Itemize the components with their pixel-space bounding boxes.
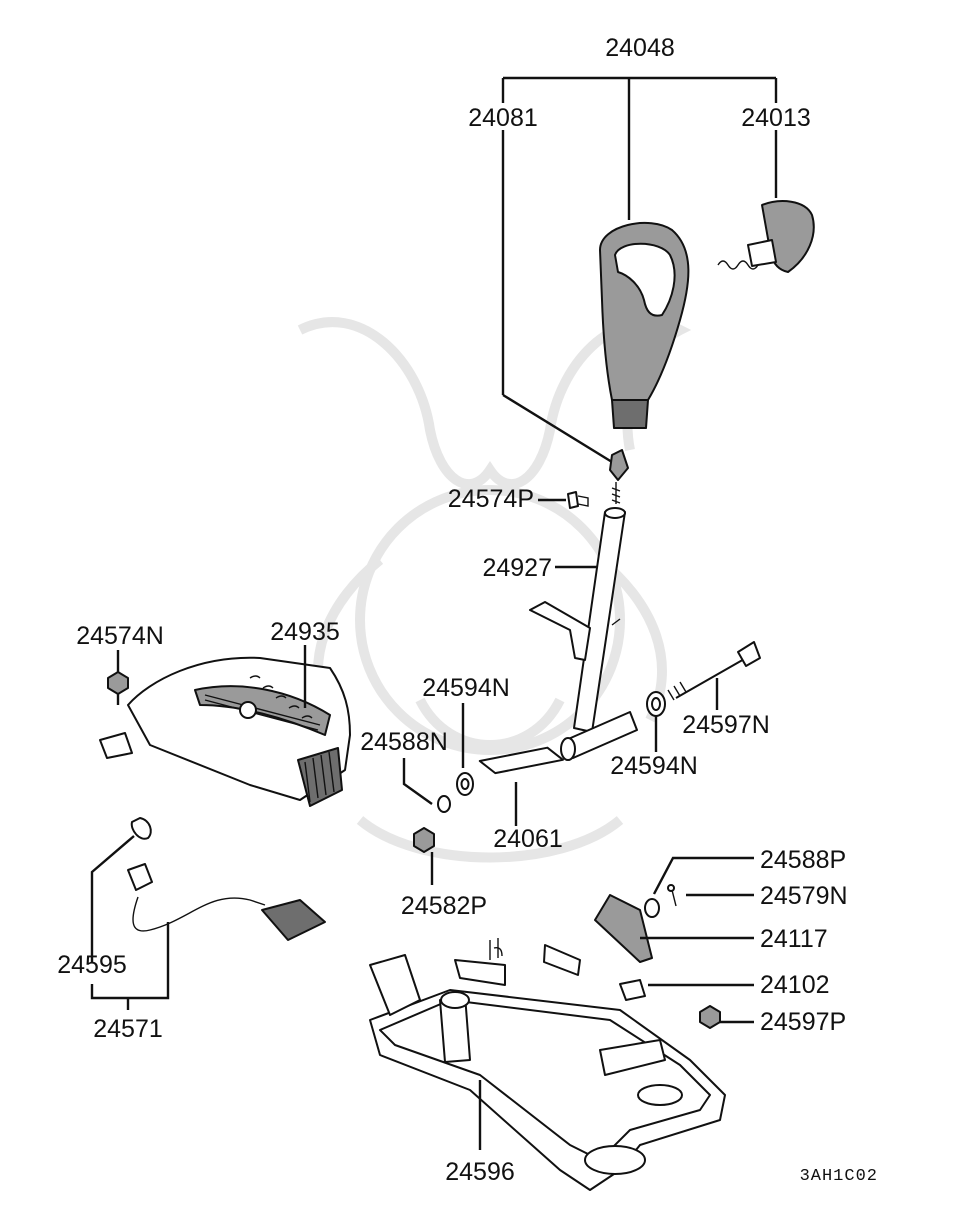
bolt-24597N <box>667 641 761 710</box>
label-24595: 24595 <box>57 951 127 979</box>
harness-24571 <box>90 817 326 1010</box>
label-24081: 24081 <box>468 104 538 132</box>
shift-lever-24927 <box>529 507 626 733</box>
washer-24594N-right <box>646 691 666 752</box>
washer-24594N-left <box>456 703 474 796</box>
base-bracket-24596 <box>369 938 726 1191</box>
indicator-panel-24935 <box>99 656 351 807</box>
label-24117: 24117 <box>760 925 828 953</box>
label-24597P: 24597P <box>760 1008 846 1036</box>
pivot-pipe <box>560 711 638 761</box>
label-24574P: 24574P <box>448 485 534 513</box>
label-24061: 24061 <box>493 825 563 853</box>
bracket-24048 <box>501 76 778 220</box>
washer-24588N <box>402 758 451 813</box>
label-24048: 24048 <box>605 34 675 62</box>
shift-knob <box>599 222 690 429</box>
label-24013: 24013 <box>741 104 811 132</box>
screw-24574N <box>107 650 129 705</box>
label-24594N-left: 24594N <box>422 674 510 702</box>
pin-24061 <box>478 746 564 826</box>
knob-button-24013 <box>717 200 815 273</box>
nut-24582P <box>413 827 435 885</box>
label-24579N: 24579N <box>760 882 848 910</box>
detent-parts <box>594 856 754 1029</box>
label-24102: 24102 <box>760 971 830 999</box>
leader-24081 <box>501 130 613 464</box>
clip-part <box>609 449 629 504</box>
label-24588N: 24588N <box>360 728 448 756</box>
label-24597N: 24597N <box>682 711 770 739</box>
label-24596: 24596 <box>445 1158 515 1186</box>
label-24574N: 24574N <box>76 622 164 650</box>
diagram-code: 3AH1C02 <box>800 1167 878 1186</box>
screw-24574P <box>538 491 589 509</box>
label-24582P: 24582P <box>401 892 487 920</box>
label-24927: 24927 <box>482 554 552 582</box>
label-24935: 24935 <box>270 618 340 646</box>
label-24588P: 24588P <box>760 846 846 874</box>
label-24594N-right: 24594N <box>610 752 698 780</box>
label-24571: 24571 <box>93 1015 163 1043</box>
